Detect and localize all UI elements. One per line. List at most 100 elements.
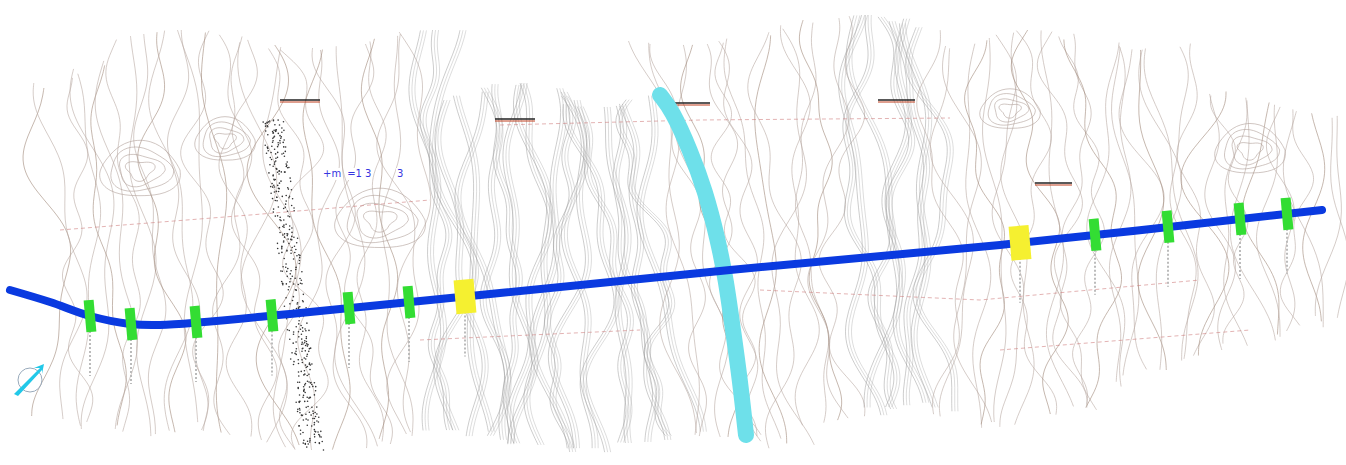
dot [282,270,284,272]
dot [290,278,292,280]
dot [290,253,292,255]
dot [273,211,275,213]
dot [271,183,273,185]
dot [280,137,282,139]
dot [289,177,291,179]
dot [283,130,285,132]
dot [279,216,281,218]
dot [298,363,300,365]
dot [305,338,307,340]
dot [302,415,304,417]
dot [267,147,269,149]
cross-section-marker [125,308,138,341]
station-tick [130,339,132,384]
dot [284,155,286,157]
north-arrow [14,364,44,396]
station-tick [271,330,273,375]
dot [293,283,295,285]
dot [275,131,277,133]
dot [304,373,306,375]
map-annotation: =1 3 [346,168,372,180]
dot [302,300,304,302]
dot [303,374,305,376]
contour-line [604,107,626,443]
dot [279,182,281,184]
hill-contour [363,211,397,232]
contour-line [1001,33,1034,425]
dot [297,381,299,383]
dot [274,191,276,193]
contour-line [1303,113,1325,321]
station-tick [1094,250,1096,295]
dot [280,180,282,182]
dot [302,348,304,350]
contour-line [483,88,507,440]
hill-contour [100,140,181,195]
dot [305,413,307,415]
dot [275,129,277,131]
contour-line [888,19,929,403]
dot [301,283,303,285]
dot [300,433,302,435]
dot [300,325,302,327]
dot [287,276,289,278]
dot [309,411,311,413]
dot [291,232,293,234]
contour-line [1011,31,1057,415]
dot [281,171,283,173]
contour-line [1087,43,1125,387]
dot [264,144,266,146]
contour-line [616,100,669,436]
contour-line [622,100,675,436]
dot [305,358,307,360]
contour-line [95,61,137,429]
contour-line [868,17,909,409]
dot [289,303,291,305]
contour-line [607,107,629,443]
dot [308,330,310,332]
cross-section-marker [403,286,416,319]
dot [315,386,317,388]
dot [268,172,270,174]
contour-line [1315,116,1341,316]
dot [278,206,280,208]
dot [293,331,295,333]
dot [294,353,296,355]
dot [284,207,286,209]
river [660,95,746,435]
dot [314,430,316,432]
dot [287,268,289,270]
dot [303,419,305,421]
dot [302,397,304,399]
contour-line [943,46,992,422]
dot [293,258,295,260]
dot [273,129,275,131]
contour-line [535,88,573,448]
dot [296,348,298,350]
contour-line [548,96,585,448]
dot [281,153,283,155]
contour-line [298,50,340,450]
dot [279,140,281,142]
dot [283,152,285,154]
dot [289,281,291,283]
dot [293,333,295,335]
dot [282,266,284,268]
dot [309,369,311,371]
dot [277,171,279,173]
dot [276,196,278,198]
contour-line [567,100,610,452]
dot [295,401,297,403]
dot [307,345,309,347]
contour-line [513,85,546,445]
dot [295,249,297,251]
contour-line [62,78,92,422]
dot [290,358,292,360]
dot [293,236,295,238]
dot [278,253,280,255]
dot [273,119,275,121]
dot [283,219,285,221]
dot [266,152,268,154]
dot [301,351,303,353]
dot [302,348,304,350]
